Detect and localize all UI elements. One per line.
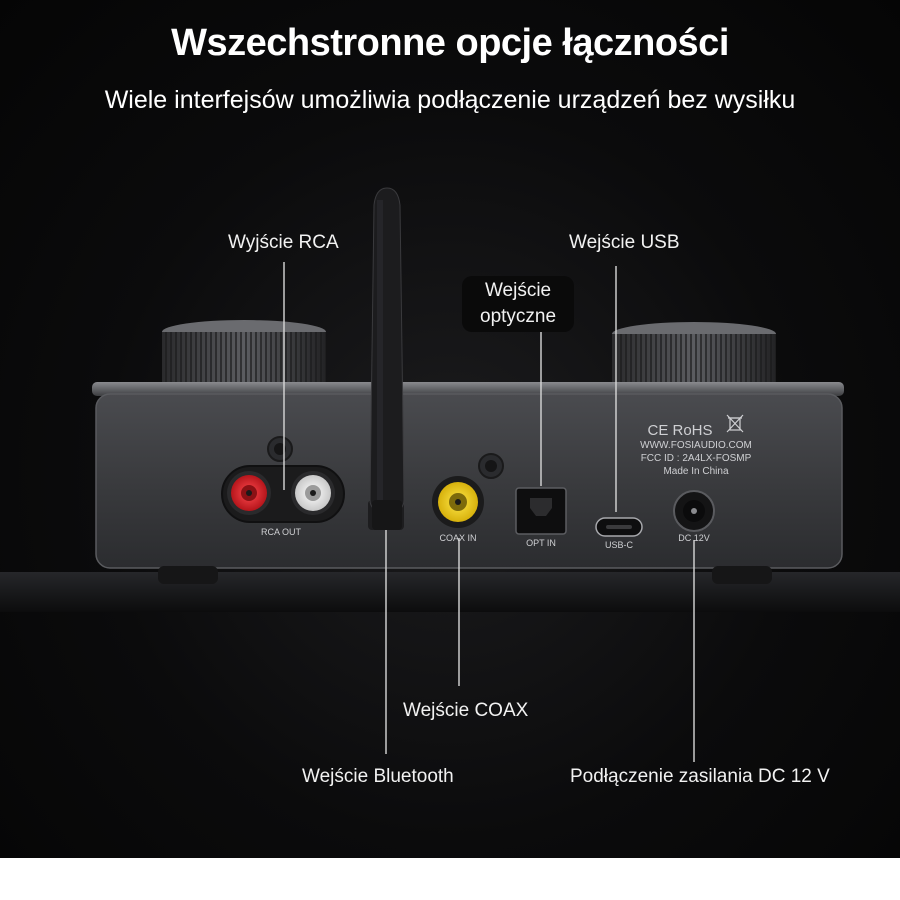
usb-c-print: USB-C: [605, 540, 634, 550]
opt-in-print: OPT IN: [526, 538, 556, 548]
page-title: Wszechstronne opcje łączności: [171, 22, 729, 64]
coax-in-print: COAX IN: [439, 533, 476, 543]
product-image: RCA OUT COAX IN OPT IN USB-C: [0, 0, 900, 858]
callout-leader-lines: [283, 262, 695, 762]
fcc-print: FCC ID : 2A4LX-FOSMP: [641, 453, 752, 464]
callout-rca-output: Wyjście RCA: [228, 232, 339, 253]
optical-port: [515, 487, 567, 535]
amplifier-device: RCA OUT COAX IN OPT IN USB-C: [0, 187, 900, 762]
made-in-print: Made In China: [663, 466, 728, 477]
coax-jack: [432, 476, 484, 528]
rca-output-jacks: [221, 465, 345, 523]
callout-coax-input: Wejście COAX: [403, 700, 529, 721]
left-volume-knob: [162, 320, 326, 388]
rca-out-print: RCA OUT: [261, 527, 302, 537]
callout-bluetooth-input: Wejście Bluetooth: [302, 766, 454, 787]
certification-marks: CE RoHS WWW.FOSIAUDIO.COM FCC ID : 2A4LX…: [640, 414, 752, 477]
callout-optical-line2: optyczne: [480, 306, 557, 327]
usb-c-port: [595, 517, 643, 537]
callout-dc-power: Podłączenie zasilania DC 12 V: [570, 766, 830, 787]
dc-print: DC 12V: [678, 533, 710, 543]
ce-rohs-print: CE RoHS: [647, 422, 712, 439]
page-subtitle: Wiele interfejsów umożliwia podłączenie …: [104, 86, 796, 114]
callout-optical-line1: Wejście: [484, 280, 552, 301]
weee-bin-icon: [726, 414, 744, 433]
right-volume-knob: [612, 322, 776, 388]
callout-optical-input: Wejście optyczne: [462, 276, 575, 332]
website-print: WWW.FOSIAUDIO.COM: [640, 440, 752, 451]
dc-power-jack: [673, 490, 715, 532]
callout-usb-input: Wejście USB: [569, 232, 680, 253]
bluetooth-antenna: [369, 187, 405, 530]
